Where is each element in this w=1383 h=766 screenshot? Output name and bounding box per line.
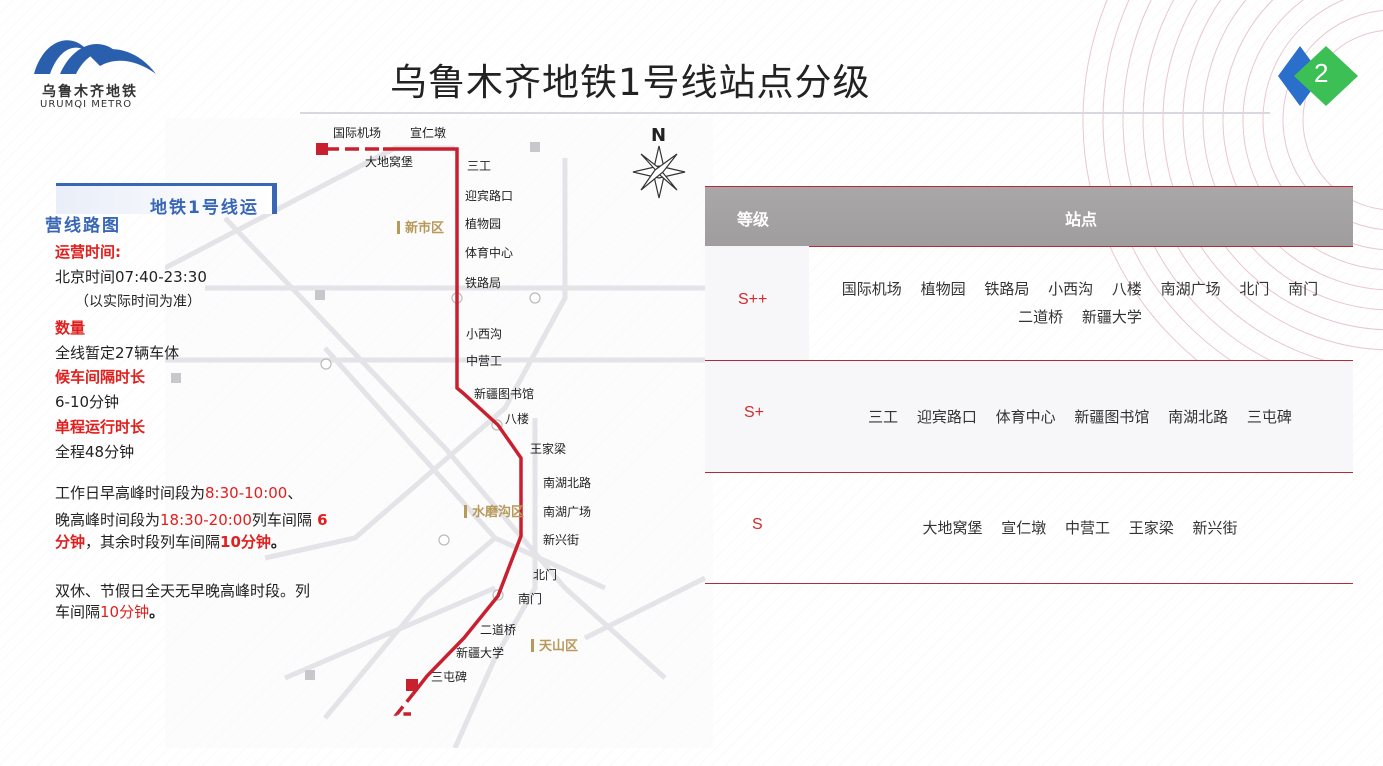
hours-label: 运营时间: [55,243,121,261]
table-row: S++ 国际机场 植物园 铁路局 小西沟 八楼 南湖广场 北门 南门 二道桥 新… [705,246,1353,361]
line-1-badge-north [316,143,328,155]
station-label: 王家梁 [530,442,567,456]
metro-line-map [165,142,713,748]
count-label: 数量 [55,319,86,337]
logo-text-en: URUMQI METRO [40,99,133,110]
header-stations: 站点 [1065,210,1098,229]
grade-cell: S+ [744,404,765,421]
station-label: 南门 [518,592,543,606]
station-label: 三屯碑 [431,670,468,684]
trip-value: 全程48分钟 [55,443,135,461]
station-label: 北门 [533,568,558,582]
station-label: 迎宾路口 [465,189,514,203]
station-label: 大地窝堡 [365,155,414,169]
urumqi-metro-logo [34,40,156,74]
table-row: S+ 三工 迎宾路口 体育中心 新疆图书馆 南湖北路 三屯碑 [705,361,1353,473]
station-label: 八楼 [505,412,530,426]
grade-cell: S [752,516,763,533]
holiday-note-line2: 车间隔10分钟。 [55,603,165,621]
station-label: 宣仁墩 [410,126,447,140]
interval-label: 候车间隔时长 [55,368,146,386]
station-label: 新疆大学 [456,646,505,660]
station-label: 二道桥 [480,623,517,637]
trip-label: 单程运行时长 [55,418,146,436]
section-title-cont: 营线路图 [45,216,121,236]
grade-cell: S++ [738,291,768,308]
page-number-badge [1278,46,1358,106]
district-label: 新市区 [397,217,444,236]
compass-north-label: N [651,125,667,146]
section-header-bar [56,183,277,214]
header-grade: 等级 [737,210,770,229]
station-label: 中营工 [466,354,503,368]
holiday-note-line1: 双休、节假日全天无早晚高峰时段。列 [55,582,311,600]
table-header: 等级 站点 [705,186,1353,247]
station-label: 体育中心 [465,246,514,260]
stations-cell: 三工 迎宾路口 体育中心 新疆图书馆 南湖北路 三屯碑 [868,408,1292,426]
hours-value: 北京时间07:40-23:30 [55,268,207,286]
station-label: 国际机场 [333,126,382,140]
peak-note-line3: 分钟，其余时段列车间隔10分钟。 [55,533,286,551]
peak-note-line2: 晚高峰时间段为18:30-20:00列车间隔 6 [55,511,328,529]
station-label: 小西沟 [466,327,503,341]
line-badges-grey [171,142,540,680]
section-title: 地铁1号线运 [150,198,259,218]
district-label: 天山区 [531,635,578,654]
station-label: 南湖北路 [543,476,592,490]
district-label: 水磨沟区 [464,501,524,520]
station-label: 铁路局 [465,276,502,290]
station-label: 新兴街 [543,533,580,547]
stations-cell: 国际机场 植物园 铁路局 小西沟 八楼 南湖广场 北门 南门 二道桥 新疆大学 [841,280,1319,326]
stations-cell: 大地窝堡 宣仁墩 中营工 王家梁 新兴街 [922,519,1238,537]
line-1-badge-south [406,679,418,691]
page-title: 乌鲁木齐地铁1号线站点分级 [390,61,871,104]
background-roads [165,145,713,748]
logo-text-cn: 乌鲁木齐地铁 [42,84,138,100]
compass-icon [632,145,686,199]
interval-value: 6-10分钟 [55,393,120,411]
hours-note: （以实际时间为准） [75,294,201,310]
station-label: 三工 [467,159,492,173]
title-divider [300,112,1270,114]
page-number: 2 [1314,58,1329,88]
peak-note-line1: 工作日早高峰时间段为8:30-10:00、 [55,484,303,502]
table-row: S 大地窝堡 宣仁墩 中营工 王家梁 新兴街 [705,473,1353,584]
count-value: 全线暂定27辆车体 [55,344,180,362]
interchange-markers [320,292,541,601]
station-label: 南湖广场 [543,505,592,519]
station-label: 新疆图书馆 [474,387,535,401]
station-label: 植物园 [465,217,502,231]
